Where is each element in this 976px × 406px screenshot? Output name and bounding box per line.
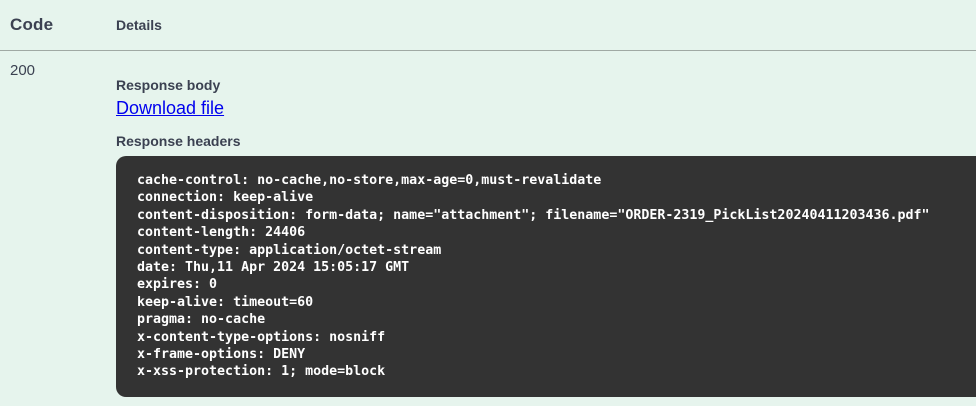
response-header-line: x-xss-protection: 1; mode=block: [137, 364, 386, 380]
response-header-line: content-type: application/octet-stream: [137, 242, 442, 258]
download-file-link[interactable]: Download file: [116, 98, 225, 118]
response-header-line: connection: keep-alive: [137, 190, 314, 206]
responses-table-header-row: Code Details: [0, 0, 976, 51]
response-header-line: pragma: no-cache: [137, 312, 266, 328]
response-headers-codeblock: cache-control: no-cache,no-store,max-age…: [116, 156, 976, 397]
response-row: 200 Response body Download file Response…: [0, 51, 976, 397]
status-code: 200: [10, 62, 36, 79]
response-details: Response body Download file Response hea…: [116, 51, 976, 397]
response-header-line: expires: 0: [137, 277, 218, 293]
response-header-line: x-content-type-options: nosniff: [137, 329, 386, 345]
response-header-line: keep-alive: timeout=60: [137, 294, 314, 310]
response-header-line: content-disposition: form-data; name="at…: [137, 207, 930, 223]
response-header-line: content-length: 24406: [137, 225, 306, 241]
response-headers-label: Response headers: [116, 133, 241, 149]
response-header-line: x-frame-options: DENY: [137, 347, 306, 363]
code-column-header: Code: [10, 15, 54, 34]
response-header-line: cache-control: no-cache,no-store,max-age…: [137, 173, 602, 188]
response-header-line: date: Thu,11 Apr 2024 15:05:17 GMT: [137, 260, 410, 276]
response-body-label: Response body: [116, 77, 221, 93]
details-column-header: Details: [116, 17, 162, 33]
responses-table: Code Details 200 Response body Download …: [0, 0, 976, 397]
